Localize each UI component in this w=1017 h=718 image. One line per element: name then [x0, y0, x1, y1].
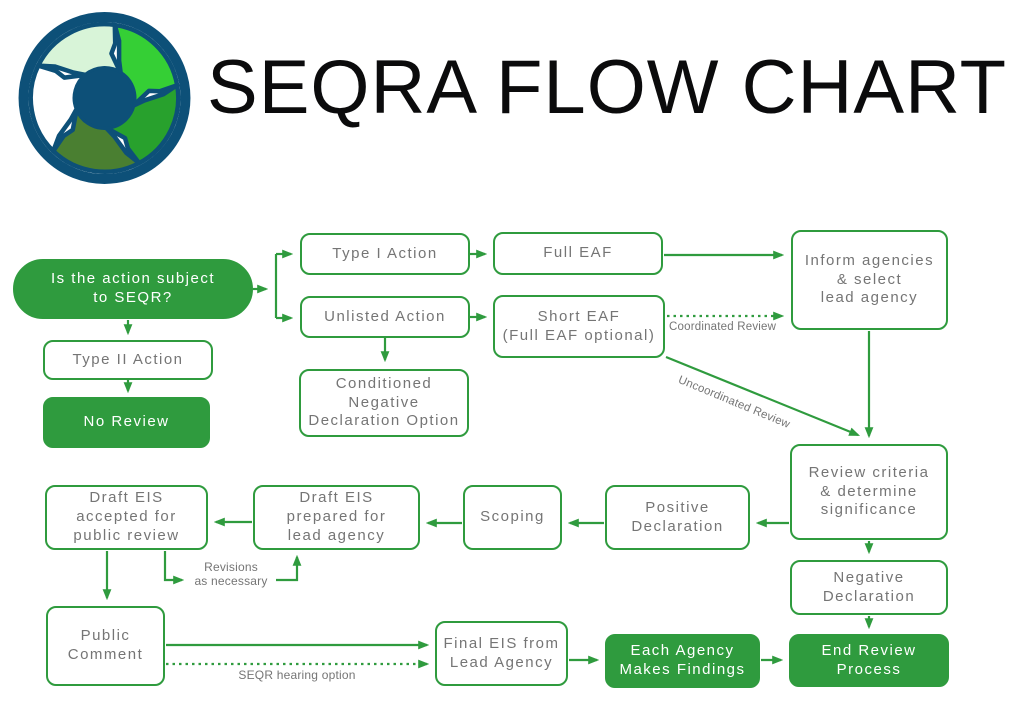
node-unlisted-action: Unlisted Action: [300, 296, 470, 338]
page-title: SEQRA FLOW CHART: [207, 45, 1008, 130]
node-no-review: No Review: [43, 397, 210, 448]
node-conditioned-negative-declaration-option: Conditioned Negative Declaration Option: [299, 369, 469, 437]
node-each-agency-makes-findings: Each Agency Makes Findings: [605, 634, 760, 688]
node-short-eaf: Short EAF (Full EAF optional): [493, 295, 665, 358]
node-is-action-subject-to-seqr: Is the action subject to SEQR?: [13, 259, 253, 319]
node-inform-agencies-select-lead-agency: Inform agencies & select lead agency: [791, 230, 948, 330]
blade-bright-green: [112, 22, 180, 108]
label-revisions-as-necessary: Revisions as necessary: [194, 560, 268, 589]
label-seqr-hearing-option: SEQR hearing option: [238, 668, 356, 682]
node-type-i-action: Type I Action: [300, 233, 470, 275]
node-type-ii-action: Type II Action: [43, 340, 213, 380]
node-review-criteria-determine-significance: Review criteria & determine significance: [790, 444, 948, 540]
blade-white: [28, 63, 89, 154]
node-scoping: Scoping: [463, 485, 562, 550]
arrow-revisions-back: [276, 554, 302, 582]
seqra-logo: [18, 12, 191, 184]
blade-olive-green: [50, 106, 142, 175]
node-negative-declaration: Negative Declaration: [790, 560, 948, 615]
node-positive-declaration: Positive Declaration: [605, 485, 750, 550]
label-coordinated-review: Coordinated Review: [669, 321, 777, 333]
node-draft-eis-prepared: Draft EIS prepared for lead agency: [253, 485, 420, 550]
node-public-comment: Public Comment: [46, 606, 165, 686]
node-final-eis-from-lead-agency: Final EIS from Lead Agency: [435, 621, 568, 686]
node-full-eaf: Full EAF: [493, 232, 663, 275]
logo-hub: [75, 69, 134, 127]
arrow-revisions-out: [163, 551, 185, 585]
node-end-review-process: End Review Process: [789, 634, 949, 687]
blade-mint: [35, 22, 123, 78]
node-draft-eis-accepted: Draft EIS accepted for public review: [45, 485, 208, 550]
arrow-uncoordinated-review: [665, 355, 861, 437]
blade-mid-green: [103, 82, 181, 166]
logo-pinwheel-blades: [28, 22, 181, 175]
